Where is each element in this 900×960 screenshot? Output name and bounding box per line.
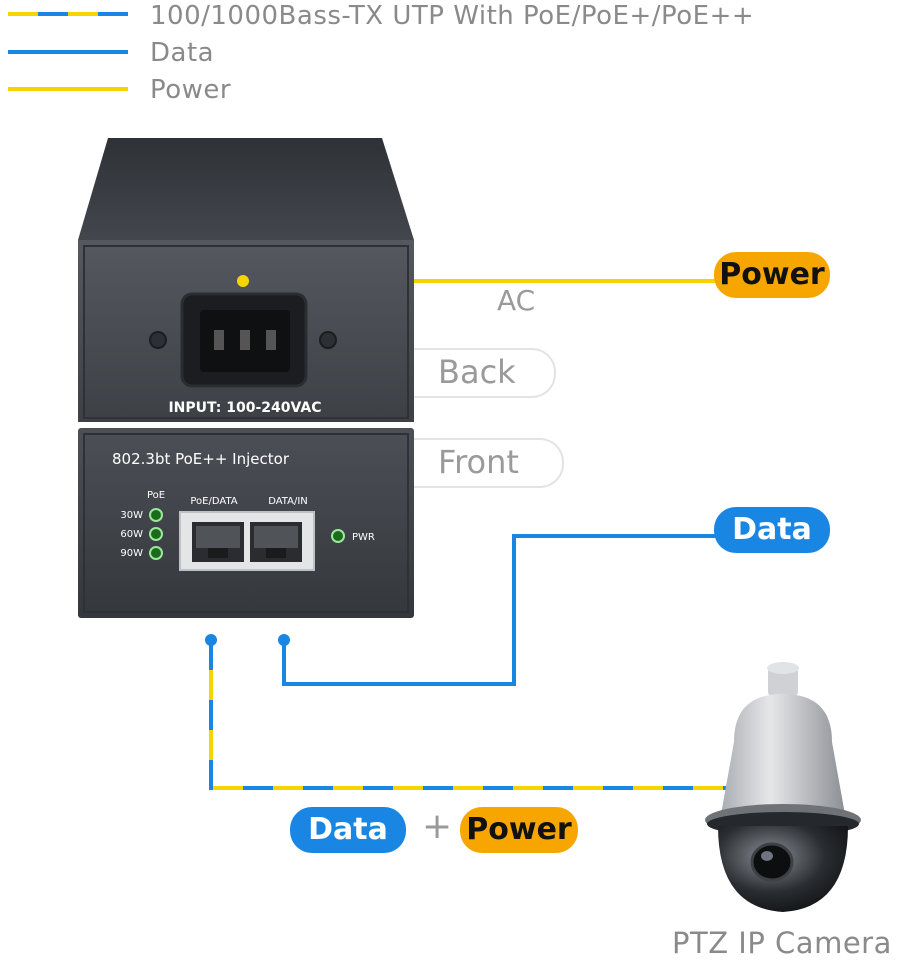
data-dot: [278, 634, 290, 646]
screw-left: [149, 331, 167, 349]
port-label-poe-data: PoE/DATA: [190, 496, 237, 507]
led-label-60w: 60W: [120, 529, 143, 540]
led-label-30w: 30W: [120, 510, 143, 521]
data-line: [282, 534, 725, 686]
legend-data: Data: [150, 38, 215, 68]
data-pill: Data: [714, 507, 830, 553]
input-voltage-label: INPUT: 100-240VAC: [168, 400, 321, 416]
front-label: Front: [438, 443, 519, 481]
rj45-port-poe-data: [192, 522, 244, 562]
plus-sign: +: [422, 806, 453, 847]
poe-dot: [205, 634, 217, 646]
led-90w: [149, 546, 163, 560]
poe-combined-line: [209, 640, 740, 790]
legend-power: Power: [150, 75, 232, 105]
front-tab: [414, 438, 564, 488]
legend-utp: 100/1000Bass-TX UTP With PoE/PoE+/PoE++: [150, 1, 755, 31]
camera-label: PTZ IP Camera: [672, 926, 892, 960]
led-label-90w: 90W: [120, 548, 143, 559]
ptz-camera-illustration: [705, 662, 861, 912]
port-label-data-in: DATA/IN: [268, 496, 308, 507]
led-30w: [149, 508, 163, 522]
power-dot: [237, 275, 249, 287]
injector-top-face: [78, 138, 414, 240]
combo-power-pill: Power: [460, 807, 578, 853]
pwr-label: PWR: [352, 532, 375, 543]
back-tab: [414, 348, 556, 398]
injector-title: 802.3bt PoE++ Injector: [112, 450, 290, 468]
poe-header: PoE: [147, 490, 165, 501]
ac-socket: [180, 292, 308, 388]
combo-data-pill: Data: [290, 807, 406, 853]
pwr-led: [331, 529, 345, 543]
screw-right: [319, 331, 337, 349]
ac-label: AC: [497, 284, 536, 317]
rj45-port-data-in: [250, 522, 302, 562]
led-60w: [149, 527, 163, 541]
back-label: Back: [438, 353, 516, 391]
power-pill: Power: [714, 252, 830, 298]
